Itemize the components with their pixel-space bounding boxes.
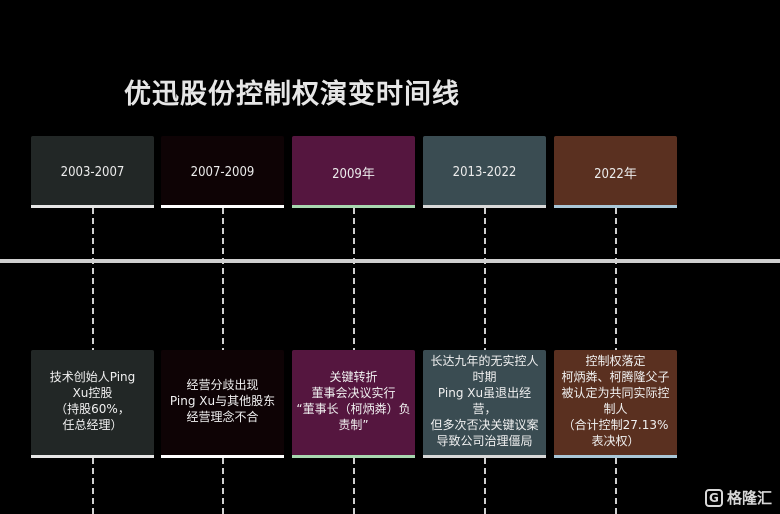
period-box-2022: 2022年 [554, 136, 677, 208]
event-underline [161, 455, 284, 458]
event-text: 控制权落定 柯炳粦、柯腾隆父子 被认定为共同实际控制人 （合计控制27.13%表… [561, 354, 670, 448]
period-box-2013-2022: 2013-2022 [423, 136, 546, 208]
period-label: 2003-2007 [60, 164, 125, 180]
event-underline [292, 455, 415, 458]
event-box-2003-2007: 技术创始人Ping Xu控股 （持股60%， 任总经理） [31, 350, 154, 458]
period-label: 2013-2022 [452, 164, 517, 180]
event-box-2022: 控制权落定 柯炳粦、柯腾隆父子 被认定为共同实际控制人 （合计控制27.13%表… [554, 350, 677, 458]
period-underline [292, 205, 415, 208]
timeline-axis [0, 259, 780, 263]
event-underline [423, 455, 546, 458]
event-underline [31, 455, 154, 458]
page-title: 优迅股份控制权演变时间线 [124, 79, 460, 110]
period-label: 2022年 [594, 166, 637, 182]
period-box-2009: 2009年 [292, 136, 415, 208]
period-box-2007-2009: 2007-2009 [161, 136, 284, 208]
watermark-logo: G 格隆汇 [704, 487, 772, 508]
period-underline [31, 205, 154, 208]
event-text: 关键转折 董事会决议实行 “董事长（柯炳粦）负责制” [296, 370, 411, 432]
logo-icon: G [704, 488, 723, 507]
event-underline [554, 455, 677, 458]
period-underline [161, 205, 284, 208]
event-text: 长达九年的无实控人时期 Ping Xu虽退出经营， 但多次否决关键议案 导致公司… [430, 354, 539, 448]
period-underline [423, 205, 546, 208]
period-label: 2009年 [332, 166, 375, 182]
event-text: 经营分歧出现 Ping Xu与其他股东 经营理念不合 [169, 378, 276, 424]
logo-text: 格隆汇 [726, 489, 772, 507]
event-text: 技术创始人Ping Xu控股 （持股60%， 任总经理） [49, 370, 136, 432]
event-box-2009: 关键转折 董事会决议实行 “董事长（柯炳粦）负责制” [292, 350, 415, 458]
event-box-2013-2022: 长达九年的无实控人时期 Ping Xu虽退出经营， 但多次否决关键议案 导致公司… [423, 350, 546, 458]
period-box-2003-2007: 2003-2007 [31, 136, 154, 208]
period-underline [554, 205, 677, 208]
period-label: 2007-2009 [190, 164, 255, 180]
event-box-2007-2009: 经营分歧出现 Ping Xu与其他股东 经营理念不合 [161, 350, 284, 458]
